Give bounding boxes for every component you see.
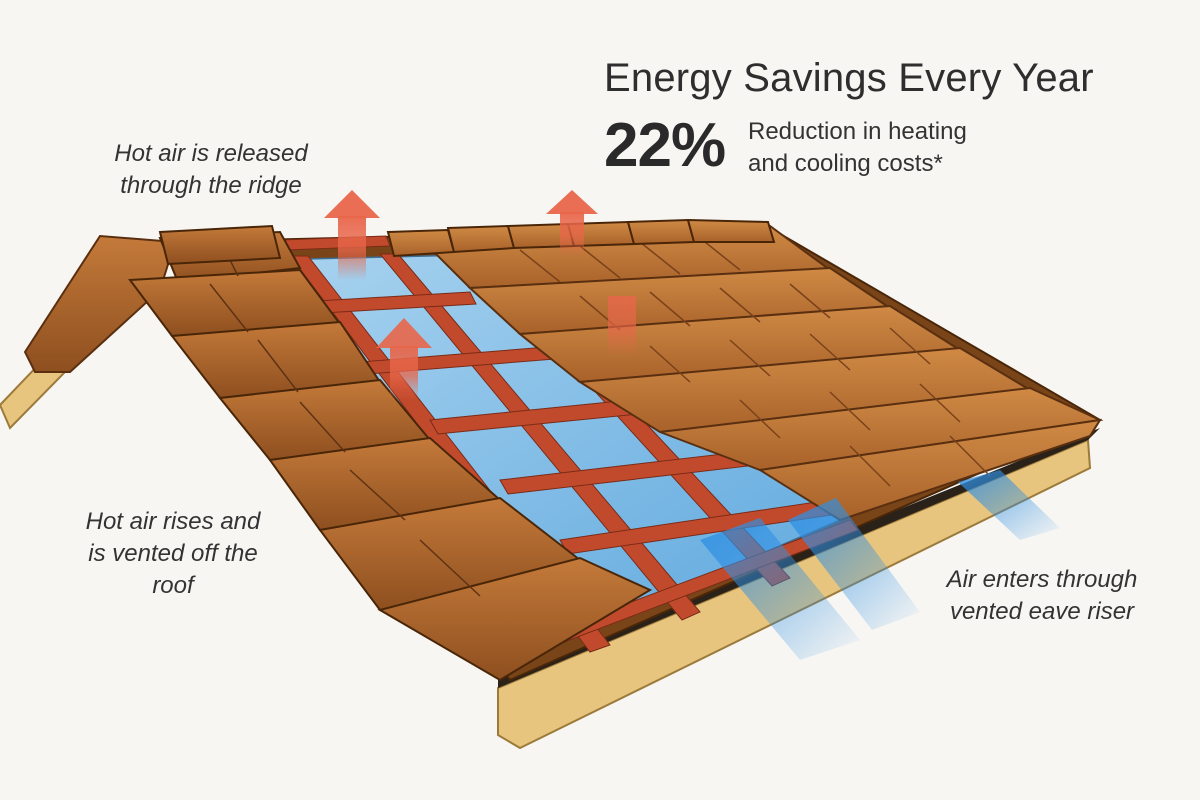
airflow-stream [700, 518, 860, 660]
savings-percentage: 22% [604, 111, 726, 180]
callout-line: through the ridge [120, 172, 302, 199]
callout-line: is vented off the [88, 540, 258, 567]
up-arrow-icon [608, 296, 636, 356]
callout-line: roof [152, 572, 194, 599]
ridge-cap [158, 218, 776, 266]
callout-line: Hot air rises and [85, 508, 261, 535]
callout-ridge-release: Hot air is released through the ridge [96, 138, 326, 202]
eave-soffit [498, 428, 1100, 688]
savings-description-line: and cooling costs* [748, 150, 943, 177]
tile-rows-left [128, 230, 653, 682]
callout-eave-intake: Air enters through vented eave riser [922, 564, 1162, 628]
cool-air-streams [700, 470, 1060, 660]
airflow-stream [958, 470, 1060, 540]
headline-title: Energy Savings Every Year [604, 56, 1094, 100]
airflow-stream [788, 498, 920, 630]
up-arrow-icon [324, 190, 380, 280]
savings-description: Reduction in heating and cooling costs* [748, 116, 1048, 180]
callout-hot-air-rises: Hot air rises and is vented off the roof [58, 506, 288, 602]
callout-line: vented eave riser [949, 598, 1135, 625]
up-arrow-icon [376, 318, 432, 400]
callout-line: Air enters through [946, 566, 1138, 593]
up-arrow-icon [546, 190, 598, 256]
callout-line: Hot air is released [114, 140, 308, 167]
hot-air-arrows [324, 190, 636, 400]
savings-description-line: Reduction in heating [748, 118, 967, 145]
